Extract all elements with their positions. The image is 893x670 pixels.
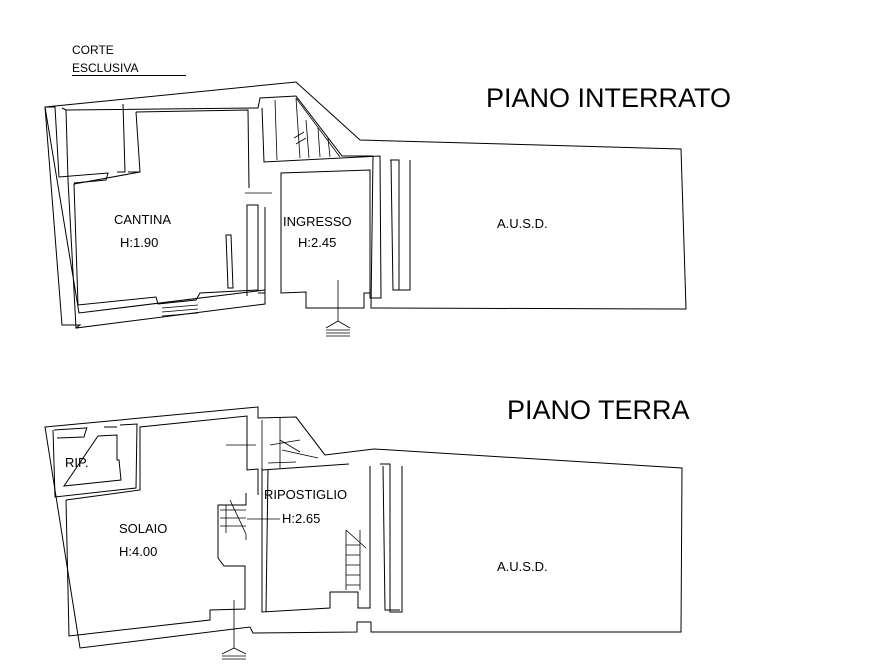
cantina-walls	[73, 109, 259, 306]
ingresso-walls	[258, 107, 382, 309]
rip-room	[56, 426, 122, 487]
ground-title: PIANO TERRA	[507, 395, 690, 425]
ausd-ground-walls	[380, 463, 403, 613]
ground-left-inner	[52, 423, 138, 498]
cantina-bottom-opening	[161, 304, 199, 317]
rip-label: RIP.	[65, 455, 89, 470]
ground-plan	[44, 406, 683, 660]
ripostiglio-walls	[261, 463, 371, 613]
cantina-partition	[225, 234, 234, 289]
ingresso-stairs	[274, 97, 341, 161]
ingresso-name: INGRESSO	[283, 214, 352, 229]
corte-label-line2: ESCLUSIVA	[72, 61, 186, 76]
corte-wall	[44, 106, 109, 329]
solaio-name: SOLAIO	[119, 521, 168, 536]
ausd-ground-inner	[382, 465, 400, 611]
ingresso-height: H:2.45	[298, 235, 337, 250]
ausd-ground-label: A.U.S.D.	[497, 559, 548, 574]
ausd-basement-label: A.U.S.D.	[497, 216, 548, 231]
solaio-walls	[65, 415, 259, 637]
ripostiglio-stair	[345, 529, 367, 590]
ground-upper-stair	[261, 416, 326, 468]
solaio-height: H:4.00	[119, 544, 158, 559]
basement-plan	[44, 81, 687, 337]
ground-outer-wall	[44, 406, 683, 649]
cantina-name: CANTINA	[114, 212, 172, 227]
ingresso-entry-marker	[325, 280, 351, 337]
solaio-bottom-marker	[221, 600, 247, 660]
ripostiglio-name: RIPOSTIGLIO	[264, 487, 348, 502]
corte-inner	[61, 103, 141, 173]
ausd-basement-inner	[390, 159, 408, 291]
ripostiglio-height: H:2.65	[282, 511, 321, 526]
basement-outer-wall	[44, 81, 687, 329]
basement-title: PIANO INTERRATO	[486, 83, 732, 113]
solaio-stair	[220, 499, 247, 540]
corte-label-line1: CORTE	[72, 43, 114, 57]
cantina-height: H:1.90	[120, 235, 159, 250]
